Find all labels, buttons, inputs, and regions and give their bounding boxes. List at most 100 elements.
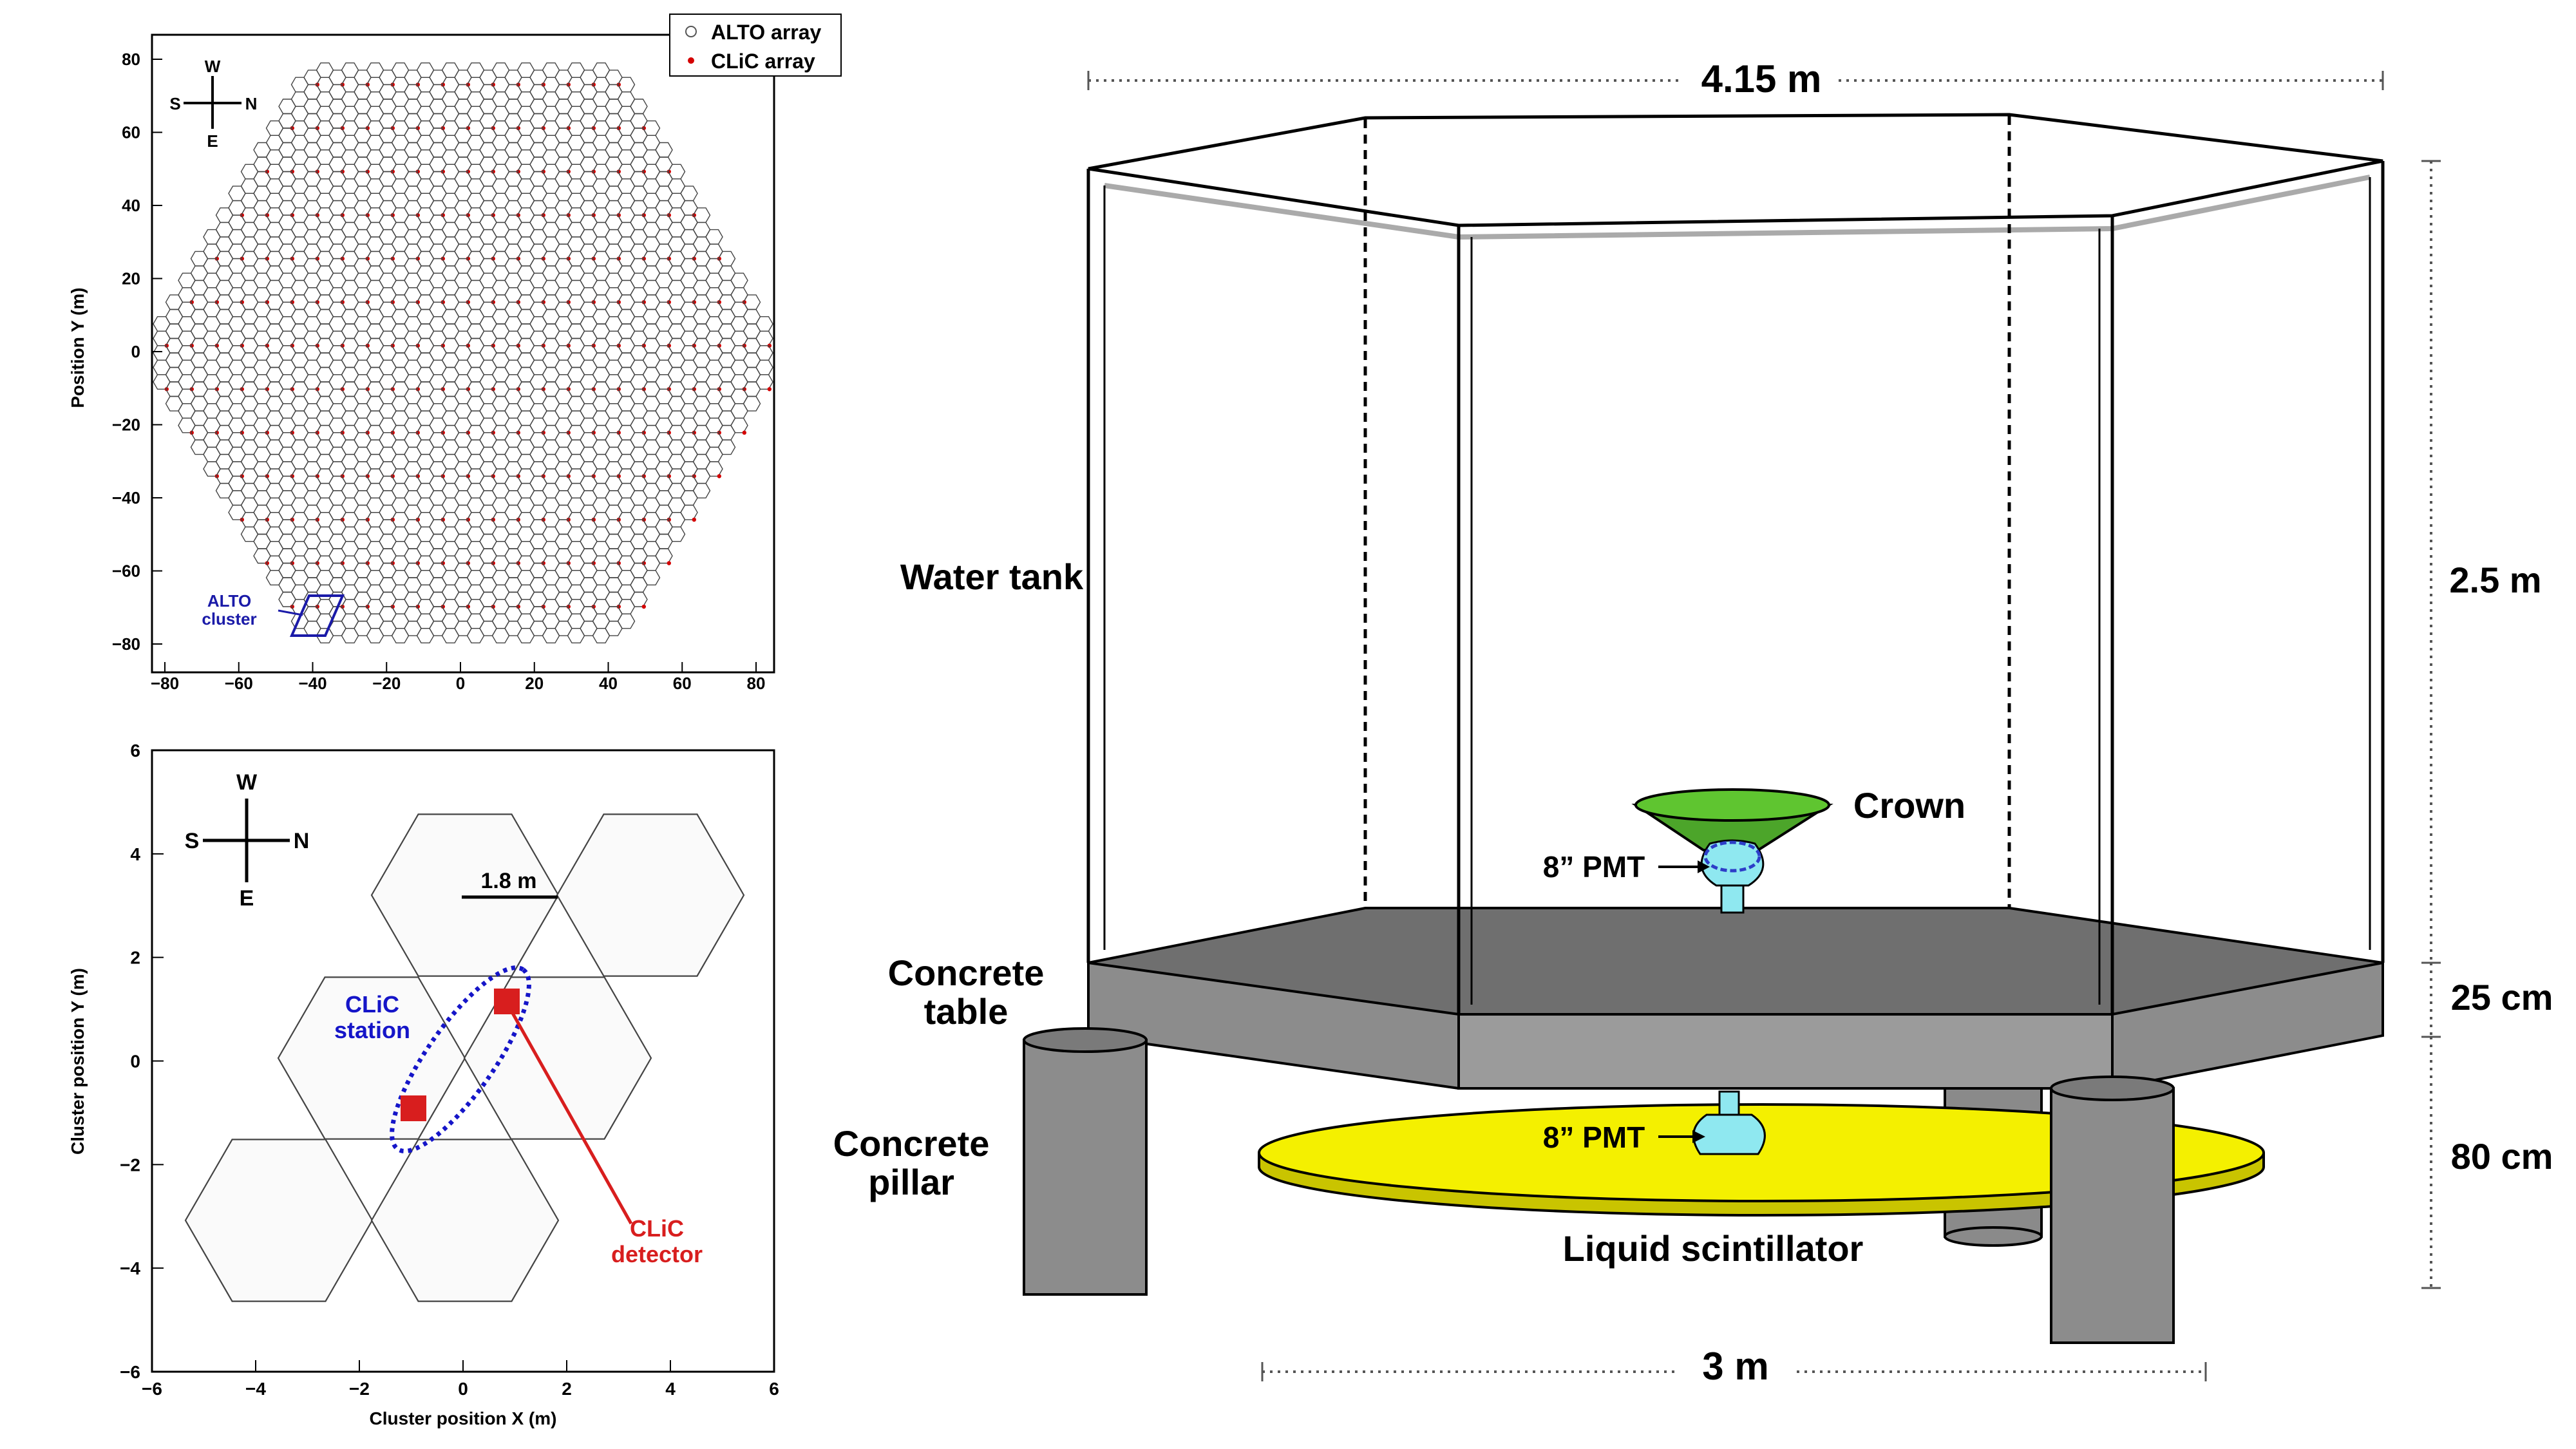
cluster-hexagon bbox=[370, 813, 560, 977]
detector-label-1: CLiC bbox=[630, 1215, 684, 1242]
cluster-hexagon bbox=[463, 976, 652, 1140]
crown-icon bbox=[1631, 788, 1833, 914]
water-tank-outline bbox=[1086, 113, 2385, 1014]
dimension-lines bbox=[1087, 71, 2441, 1381]
top-x-tick: 60 bbox=[673, 674, 692, 693]
cluster-label-2: cluster bbox=[202, 609, 256, 629]
station-label-2: station bbox=[334, 1017, 410, 1043]
bottom-compass-icon: W E S N bbox=[185, 770, 310, 911]
bcompass-north: N bbox=[294, 829, 310, 853]
detector-label-2: detector bbox=[611, 1241, 703, 1267]
legend-clic: CLiC array bbox=[711, 50, 815, 73]
clic-legend-marker bbox=[688, 57, 694, 64]
bottom-plot-ticks: −6 −4 −2 0 2 4 6 6 4 2 0 −2 −4 −6 bbox=[120, 741, 779, 1399]
water-tank-label: Water tank bbox=[900, 556, 1084, 597]
cluster-hexagons bbox=[184, 813, 745, 1302]
top-legend: ALTO array CLiC array bbox=[669, 14, 842, 77]
cluster-label-1: ALTO bbox=[207, 591, 251, 611]
front-pillar-right bbox=[2050, 1075, 2175, 1344]
liquid-scintillator-disk bbox=[1258, 1103, 2265, 1217]
bcompass-west: W bbox=[236, 770, 258, 795]
top-x-tick: −80 bbox=[151, 674, 179, 693]
concrete-pillar-label-2: pillar bbox=[868, 1162, 954, 1202]
top-plot-ticks: −80 −60 −40 −20 0 20 40 60 80 80 60 40 20 0 −20 −40 −60 −… bbox=[112, 50, 766, 693]
cluster-hexagon bbox=[184, 1139, 374, 1302]
clic-detector-1 bbox=[494, 989, 520, 1014]
top-y-tick: 20 bbox=[122, 269, 140, 289]
bottom-x-tick: −6 bbox=[142, 1379, 162, 1399]
top-x-tick: 80 bbox=[747, 674, 766, 693]
bottom-y-tick: 4 bbox=[130, 844, 140, 864]
top-compass-icon: W E S N bbox=[169, 57, 257, 151]
bottom-y-tick: 2 bbox=[130, 948, 140, 968]
bottom-x-axis-title: Cluster position X (m) bbox=[370, 1408, 557, 1428]
bottom-x-tick: 0 bbox=[458, 1379, 468, 1399]
top-y-tick: 40 bbox=[122, 196, 140, 215]
top-y-tick: 80 bbox=[122, 50, 140, 69]
top-y-tick: −60 bbox=[112, 562, 140, 581]
cluster-hexagon bbox=[556, 813, 745, 977]
bottom-y-tick: 0 bbox=[130, 1052, 140, 1072]
bottom-x-tick: −2 bbox=[349, 1379, 370, 1399]
top-y-tick: −20 bbox=[112, 415, 140, 435]
front-pillar-left bbox=[1023, 1027, 1148, 1296]
top-x-tick: 40 bbox=[599, 674, 618, 693]
alto-cluster-highlight: ALTO cluster bbox=[202, 591, 345, 637]
top-x-tick: −40 bbox=[298, 674, 327, 693]
bottom-x-tick: −4 bbox=[245, 1379, 266, 1399]
pmt-bottom-label: 8” PMT bbox=[1543, 1121, 1645, 1154]
bottom-y-tick: −2 bbox=[120, 1155, 140, 1175]
alto-hexagon-grid bbox=[153, 62, 773, 643]
bottom-y-tick: −6 bbox=[120, 1362, 140, 1382]
bottom-y-tick: 6 bbox=[130, 741, 140, 761]
bcompass-south: S bbox=[185, 829, 200, 853]
cluster-hexagon bbox=[370, 1139, 560, 1302]
top-x-tick: 20 bbox=[525, 674, 544, 693]
clic-station-outline bbox=[390, 965, 531, 1153]
bottom-x-tick: 4 bbox=[665, 1379, 676, 1399]
top-y-tick: −80 bbox=[112, 634, 140, 654]
concrete-pillar-label-1: Concrete bbox=[833, 1123, 990, 1164]
alto-array-plot: −80 −60 −40 −20 0 20 40 60 80 80 60 40 20 0 −20 −40 −60 −… bbox=[68, 14, 842, 693]
liquid-scintillator-label: Liquid scintillator bbox=[1563, 1228, 1864, 1269]
compass-east: E bbox=[207, 131, 218, 151]
compass-south: S bbox=[169, 94, 180, 113]
clic-detector-2 bbox=[401, 1095, 426, 1121]
top-y-tick: 60 bbox=[122, 123, 140, 142]
bottom-y-tick: −4 bbox=[120, 1258, 140, 1278]
concrete-table-label-2: table bbox=[924, 991, 1009, 1032]
top-x-tick: −60 bbox=[225, 674, 253, 693]
bottom-x-tick: 2 bbox=[562, 1379, 572, 1399]
dim-table-label: 25 cm bbox=[2451, 977, 2553, 1018]
dim-pillar-label: 80 cm bbox=[2451, 1136, 2553, 1177]
detector-pointer bbox=[509, 1009, 633, 1225]
top-y-tick: −40 bbox=[112, 488, 140, 507]
alto-legend-marker bbox=[685, 26, 697, 37]
concrete-table bbox=[1087, 907, 2384, 1090]
top-pmt-icon bbox=[1720, 884, 1745, 914]
tank-diagram: 4.15 m 2.5 m 25 cm 80 cm 3 m Water tank … bbox=[833, 57, 2553, 1388]
concrete-table-label-1: Concrete bbox=[888, 952, 1045, 993]
top-y-axis-title: Position Y (m) bbox=[68, 287, 88, 408]
top-y-tick: 0 bbox=[131, 342, 140, 361]
top-x-tick: 0 bbox=[456, 674, 465, 693]
top-x-tick: −20 bbox=[372, 674, 401, 693]
dim-width-label: 4.15 m bbox=[1701, 57, 1822, 100]
bcompass-east: E bbox=[240, 886, 254, 911]
crown-label: Crown bbox=[1853, 785, 1965, 826]
compass-north: N bbox=[245, 94, 258, 113]
compass-west: W bbox=[205, 57, 221, 76]
pmt-top-label: 8” PMT bbox=[1543, 850, 1645, 884]
top-plot-frame bbox=[151, 33, 775, 674]
dim-base-label: 3 m bbox=[1702, 1345, 1768, 1388]
bottom-pmt-icon bbox=[1692, 1090, 1766, 1155]
station-label-1: CLiC bbox=[345, 991, 399, 1018]
legend-alto: ALTO array bbox=[711, 21, 822, 44]
dim-height-label: 2.5 m bbox=[2449, 560, 2541, 600]
bottom-y-axis-title: Cluster position Y (m) bbox=[68, 968, 88, 1155]
pmt-arrows bbox=[1658, 860, 1710, 1143]
bottom-x-tick: 6 bbox=[769, 1379, 779, 1399]
scale-label: 1.8 m bbox=[481, 869, 537, 893]
